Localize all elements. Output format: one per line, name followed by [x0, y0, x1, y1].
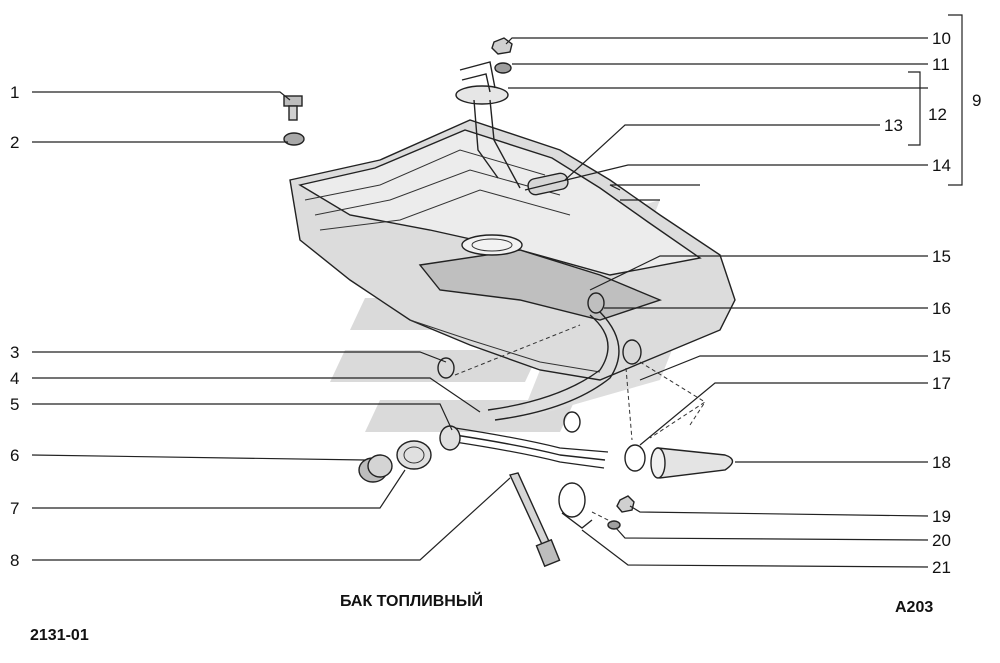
callout-15-bottom: 15: [932, 347, 951, 366]
catalog-code: 2131-01: [30, 627, 89, 644]
callout-19: 19: [932, 507, 951, 526]
diagram-title: БАК ТОПЛИВНЫЙ: [340, 591, 483, 610]
callout-18: 18: [932, 453, 951, 472]
callout-17: 17: [932, 374, 951, 393]
strap-icon: [509, 472, 561, 568]
leader-lines-right: [505, 37, 929, 568]
group-brackets: [908, 14, 963, 186]
callout-21: 21: [932, 558, 951, 577]
filler-neck-hose-icon: [439, 425, 609, 469]
washer-icon: [283, 132, 305, 146]
fuel-tank-body: [289, 119, 736, 381]
lock-washer-icon: [494, 62, 512, 74]
vent-tube-icon: [487, 311, 620, 421]
washer-small-icon: [607, 520, 621, 530]
nut-icon: [491, 37, 513, 55]
assembly-dash-lines: [454, 324, 706, 523]
nut-small-icon: [616, 495, 635, 513]
callout-1: 1: [10, 83, 19, 102]
callout-15-top: 15: [932, 247, 951, 266]
sheet-code: A203: [895, 599, 933, 616]
callout-8: 8: [10, 551, 19, 570]
hose-sleeve-icon: [650, 447, 734, 479]
callout-7: 7: [10, 499, 19, 518]
clamp-icon: [437, 292, 646, 472]
callout-16: 16: [932, 299, 951, 318]
bolt-icon: [283, 95, 303, 121]
callout-6: 6: [10, 446, 19, 465]
leader-lines-left: [31, 91, 511, 561]
callout-3: 3: [10, 343, 19, 362]
callout-11: 11: [932, 55, 950, 74]
callout-9: 9: [972, 91, 981, 110]
callout-14: 14: [932, 156, 951, 175]
callout-13: 13: [884, 116, 903, 135]
callout-12: 12: [928, 105, 947, 124]
bracket-icon: [558, 482, 593, 529]
callout-4: 4: [10, 369, 19, 388]
callout-20: 20: [932, 531, 951, 550]
callout-2: 2: [10, 133, 19, 152]
filler-cap-icon: [358, 454, 393, 483]
cap-seal-icon: [396, 440, 432, 470]
callout-5: 5: [10, 395, 19, 414]
tank-outlet-icon: [622, 339, 642, 365]
callout-10: 10: [932, 29, 951, 48]
